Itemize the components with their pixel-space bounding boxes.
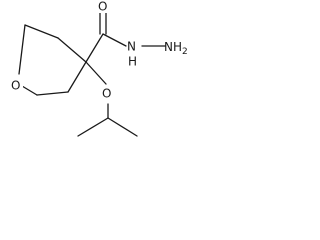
chemical-structure-diagram: O O N H NH2 O	[10, 0, 188, 137]
bond-ch-methyl-left	[77, 117, 109, 137]
carbonyl-oxygen-label: O	[98, 0, 107, 14]
terminal-amine-group: NH2	[164, 40, 188, 57]
amide-hydrogen-label: H	[128, 55, 137, 69]
ether-oxygen-atom: O	[100, 86, 114, 102]
ring-bond-c5-c3	[57, 37, 87, 63]
amide-nh-group: N H	[127, 40, 137, 69]
terminal-amine-subscript: 2	[182, 47, 188, 57]
bond-carbonyl-n	[102, 33, 127, 47]
bond-c3-carbonyl-c	[85, 33, 104, 63]
amide-nitrogen-label: N	[127, 40, 136, 54]
bond-c3-ether-o	[85, 61, 107, 85]
ether-oxygen-label: O	[102, 87, 111, 101]
carbonyl-oxygen-atom: O	[96, 0, 110, 14]
ring-bond-c2-o1	[36, 91, 69, 96]
ring-oxygen-atom: O	[10, 78, 23, 94]
terminal-amine-label: NH2	[164, 40, 188, 57]
ring-bond-c2-o1-lower	[21, 85, 38, 96]
ring-bond-c3-c2	[67, 61, 87, 93]
bond-ch-methyl-right	[107, 117, 138, 137]
ring-bond-o1-c4	[18, 24, 26, 75]
ring-oxygen-label: O	[11, 79, 20, 93]
ring-bond-c4-c5	[24, 24, 59, 39]
